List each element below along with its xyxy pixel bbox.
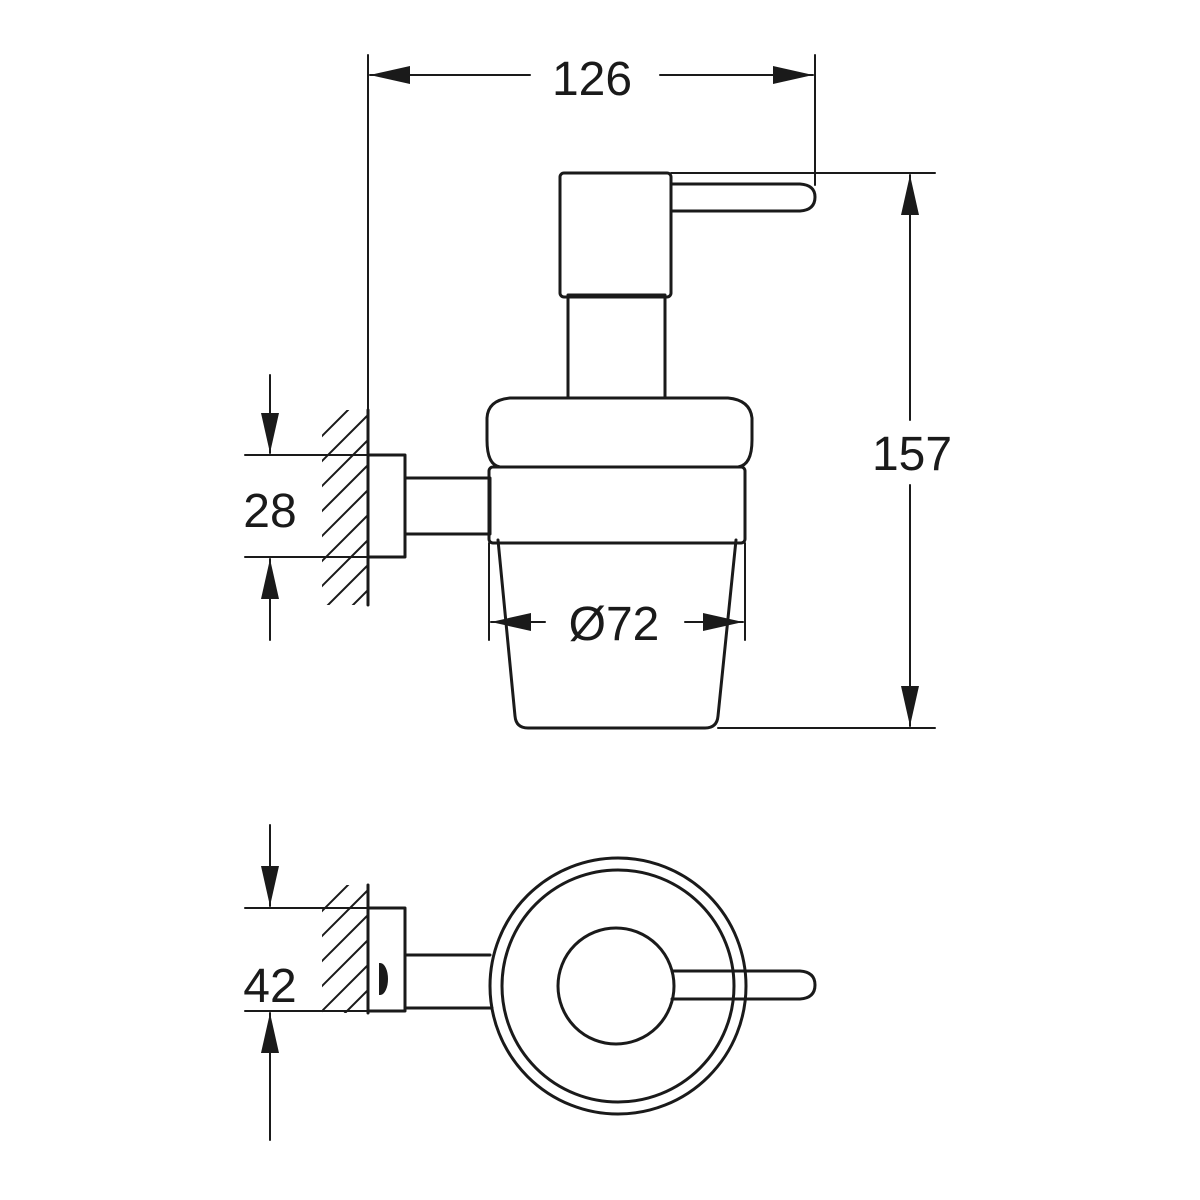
container-rim-top (500, 868, 736, 1104)
wall-rosette-top (366, 906, 407, 1013)
pump-head (558, 171, 673, 299)
dimension-width: 126 (369, 53, 814, 106)
dimension-mount-height-label: 28 (243, 485, 296, 538)
holder-arm-front (403, 476, 492, 536)
front-view: 126 157 28 Ø72 (243, 53, 952, 730)
dimension-diameter-label: Ø72 (569, 598, 660, 651)
wall-rosette-front (366, 453, 407, 559)
dimension-mount-depth: 42 (243, 824, 297, 1141)
pump-cap (485, 396, 754, 469)
holder-ring-top (488, 856, 748, 1116)
pump-head-top (556, 926, 676, 1046)
dimension-mount-height: 28 (243, 374, 297, 641)
holder-ring (487, 465, 747, 545)
wall-hatch-front (322, 408, 370, 607)
dimension-height: 157 (872, 174, 952, 727)
pump-spout (669, 182, 817, 213)
glass-container (496, 538, 738, 730)
wall-hatch-top (322, 883, 370, 1015)
dimension-mount-depth-label: 42 (243, 960, 296, 1013)
set-screw-icon (379, 962, 388, 996)
top-view: 42 (243, 824, 817, 1141)
pump-stem (566, 293, 667, 400)
pump-spout-top (670, 969, 817, 1001)
dimension-diameter: Ø72 (490, 598, 744, 651)
dimension-height-label: 157 (872, 428, 952, 481)
dimension-width-label: 126 (552, 53, 632, 106)
